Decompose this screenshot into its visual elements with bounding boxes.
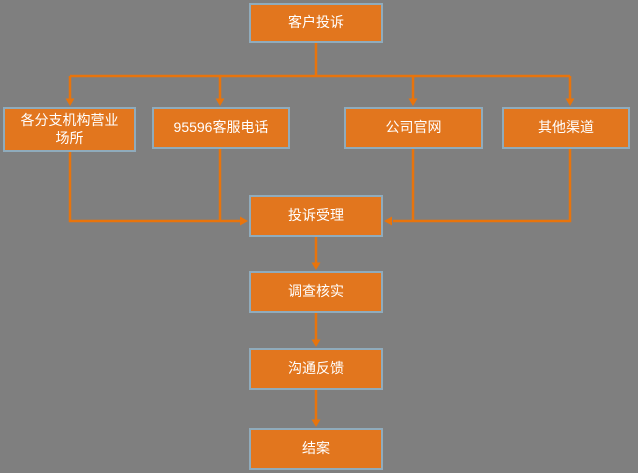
node-company-website: 公司官网 [344, 107, 483, 149]
node-other-channels: 其他渠道 [502, 107, 630, 149]
arrowhead-into-other [565, 98, 575, 106]
node-complaint-acceptance: 投诉受理 [249, 195, 383, 237]
arrowhead-into-branch-offices [65, 98, 75, 106]
node-communication-feedback: 沟通反馈 [249, 348, 383, 390]
connector-other-to-accept [393, 149, 572, 223]
node-customer-complaint: 客户投诉 [249, 3, 383, 43]
arrowhead-into-feedback [311, 339, 321, 347]
arrowhead-left-into-accept [240, 216, 248, 226]
arrowhead-into-invest [311, 262, 321, 270]
node-branch-offices: 各分支机构营业场所 [3, 107, 136, 152]
connector-branch-offices-to-accept [68, 152, 240, 223]
arrowhead-into-close [311, 419, 321, 427]
node-service-hotline: 95596客服电话 [152, 107, 290, 149]
arrowhead-into-website [408, 98, 418, 106]
arrowhead-right-into-accept [384, 216, 392, 226]
node-case-closed: 结案 [249, 428, 383, 470]
arrowhead-into-hotline [215, 98, 225, 106]
node-investigation: 调查核实 [249, 271, 383, 313]
